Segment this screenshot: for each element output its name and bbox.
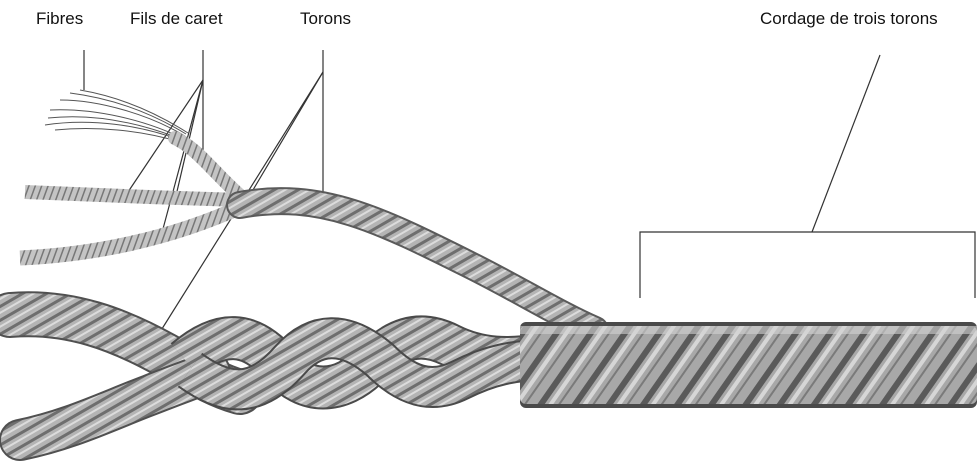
fibre-tuft: [45, 90, 188, 142]
leader-cordage: [812, 55, 880, 232]
rope-body: [520, 326, 977, 404]
rope-highlight: [520, 326, 977, 334]
three-strand-rope: [520, 322, 977, 408]
toron-descending: [240, 201, 595, 330]
leader-fils-a: [128, 80, 203, 192]
yarn-upper: [25, 192, 240, 200]
twisted-pair-section: [185, 338, 545, 390]
yarn-twist: [175, 138, 245, 200]
bracket-cordage: [640, 232, 975, 298]
